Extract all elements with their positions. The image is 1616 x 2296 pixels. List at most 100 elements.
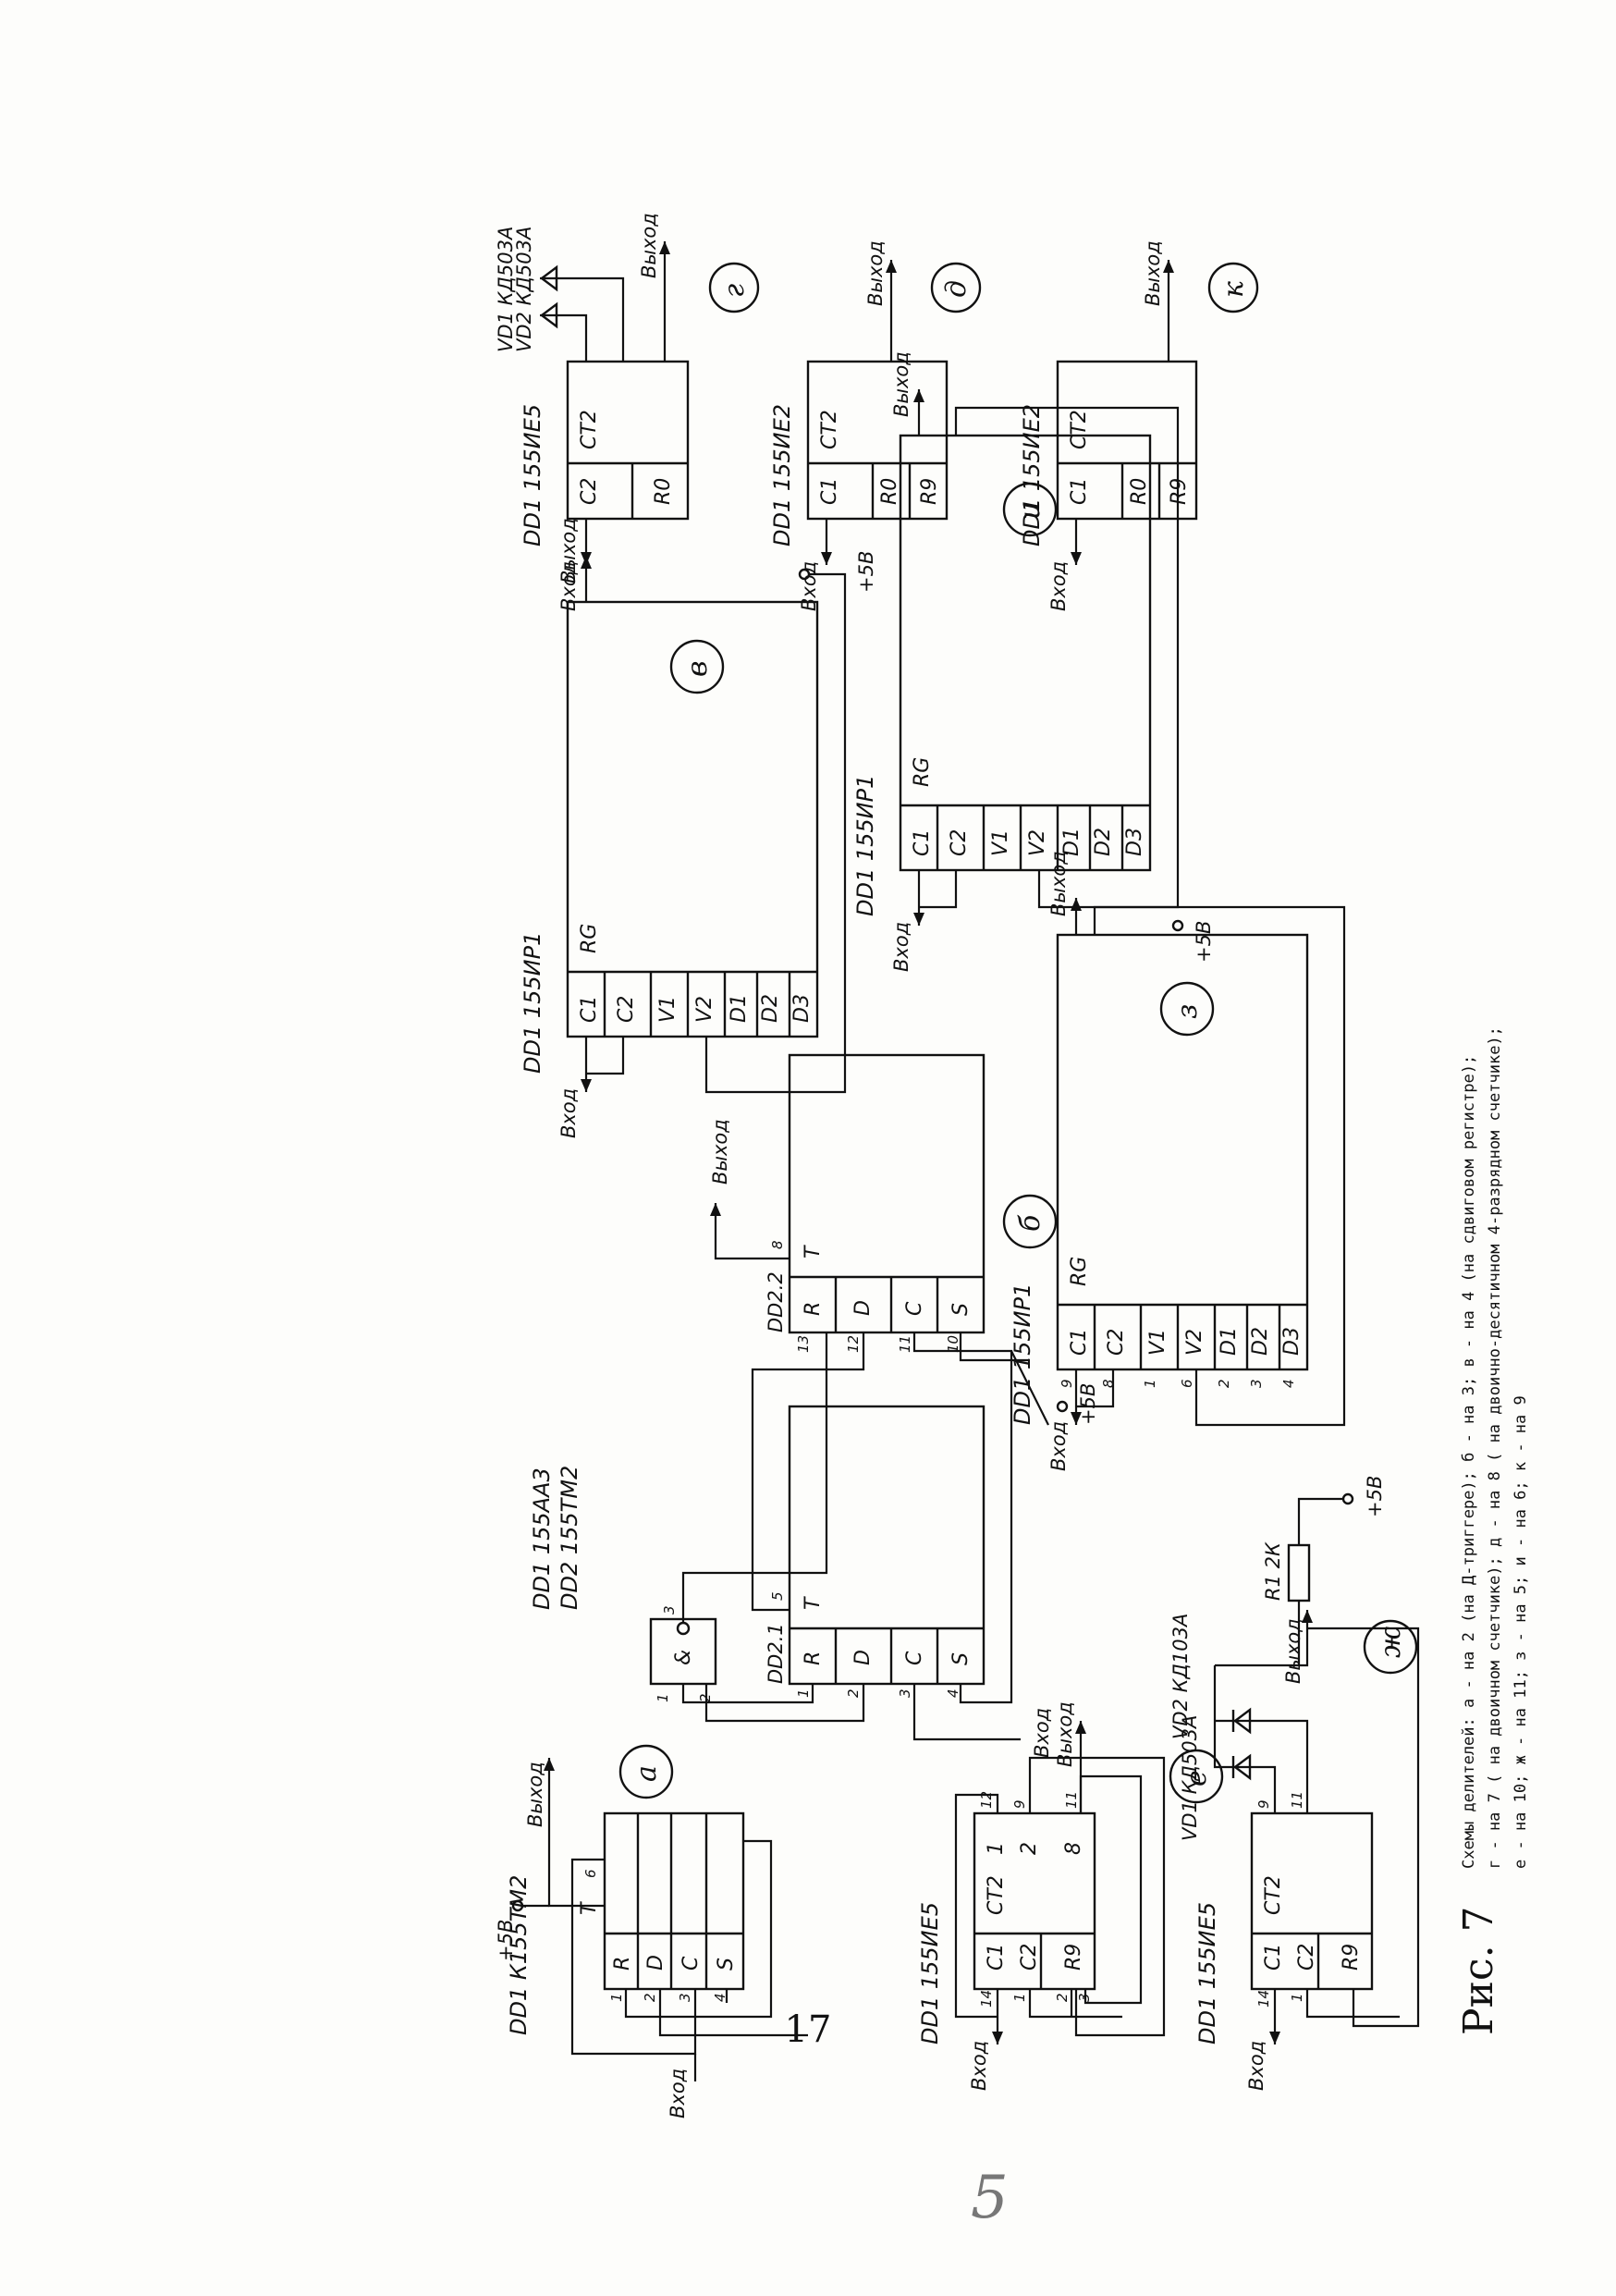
svg-text:1: 1: [1142, 1379, 1158, 1388]
svg-text:2: 2: [642, 1993, 658, 2002]
svg-text:C2: C2: [948, 829, 971, 856]
g-diode1-label: VD1 КД503А: [495, 227, 517, 352]
figure-caption: Рис. 7 Схемы делителей: а - на 2 (на Д-т…: [1455, 1026, 1530, 2035]
svg-text:CT2: CT2: [985, 1875, 1008, 1915]
v-input-label: Вход: [557, 1088, 580, 1138]
svg-text:13: 13: [795, 1335, 812, 1353]
svg-text:R0: R0: [652, 478, 675, 505]
ic-zh-body: [1250, 1811, 1374, 1991]
ic-z-body: [1056, 933, 1309, 1371]
svg-text:C1: C1: [818, 478, 841, 505]
svg-text:T: T: [802, 1596, 825, 1610]
circuit-k: C1 R0 R9 CT2 Вход Выход DD1 155ИЕ2 к: [1019, 240, 1259, 611]
b-chip2-name: DD2 155ТМ2: [557, 1466, 582, 1610]
svg-text:1: 1: [985, 1842, 1008, 1855]
svg-text:12: 12: [978, 1791, 995, 1809]
g-letter-circle: [708, 262, 760, 313]
zh-diode1-label: VD1 КД503А: [1179, 1715, 1201, 1841]
svg-text:RG: RG: [911, 757, 934, 787]
svg-text:RG: RG: [1068, 1257, 1091, 1286]
svg-text:CT2: CT2: [1262, 1875, 1285, 1915]
svg-text:3: 3: [677, 1993, 693, 2002]
svg-text:V1: V1: [1146, 1329, 1169, 1356]
svg-text:6: 6: [582, 1869, 599, 1878]
circuit-v: C1 C2 V1 V2 D1 D2 D3 RG Вход +5В Выход D…: [520, 518, 877, 1138]
svg-text:2: 2: [845, 1688, 862, 1698]
svg-text:C1: C1: [578, 996, 601, 1023]
d-input-label: Вход: [798, 561, 820, 611]
i-chip-name: DD1 155ИР1: [852, 775, 878, 916]
svg-text:4: 4: [945, 1688, 961, 1698]
svg-text:3: 3: [661, 1605, 678, 1615]
svg-text:R9: R9: [1062, 1944, 1085, 1971]
svg-text:11: 11: [1063, 1791, 1080, 1809]
svg-text:9: 9: [1059, 1379, 1075, 1388]
g-diode2-label: VD2 КД503А: [513, 227, 535, 352]
a-pin-d: D: [644, 1955, 667, 1971]
figure-title: Рис. 7: [1455, 1906, 1502, 2035]
svg-text:8: 8: [1100, 1379, 1117, 1388]
g-chip-name: DD1 155ИЕ5: [520, 404, 545, 546]
svg-text:2: 2: [1054, 1993, 1071, 2002]
rotated-figure: R D C S 1 2 3 4 T 6 Выход +5В: [161, 213, 1530, 2118]
page-number: 17: [784, 2008, 832, 2051]
svg-text:1: 1: [1011, 1993, 1028, 2002]
z-letter: з: [1171, 1004, 1204, 1019]
v-supply-label: +5В: [855, 551, 877, 593]
svg-text:R0: R0: [878, 478, 901, 505]
svg-text:C2: C2: [578, 478, 601, 505]
svg-text:C2: C2: [1018, 1944, 1041, 1971]
zh-input-label: Вход: [1245, 2041, 1267, 2091]
a-letter: а: [630, 1765, 663, 1782]
ic-dd22-body: [788, 1053, 986, 1334]
svg-text:V1: V1: [656, 996, 679, 1023]
e-output-label: Выход: [1054, 1701, 1076, 1767]
k-letter-circle: [1207, 262, 1259, 313]
b-output-label: Выход: [709, 1119, 731, 1185]
e-letter-circle: [1169, 1749, 1224, 1804]
a-pin-s: S: [715, 1958, 738, 1971]
svg-text:V2: V2: [1183, 1329, 1206, 1356]
a-pin-r: R: [611, 1957, 634, 1971]
a-pin-c: C: [679, 1956, 703, 1971]
svg-text:14: 14: [1255, 1990, 1272, 2007]
ic-g-body: [566, 360, 690, 521]
circuit-b: & 1 2 3 R D C S 1 2 3 4 T 5 DD2.1: [529, 1053, 1099, 1758]
circuit-zh: C1 C2 R9 CT2 14 1 9 11 Вход: [1169, 1476, 1420, 2091]
svg-text:R9: R9: [1168, 478, 1191, 505]
ic-i-body: [899, 434, 1152, 872]
svg-text:C1: C1: [911, 829, 934, 856]
b-letter-circle: [1002, 1194, 1058, 1249]
svg-text:S: S: [949, 1652, 973, 1665]
v-letter: в: [681, 661, 714, 677]
e-chip-name: DD1 155ИЕ5: [917, 1902, 943, 2044]
caption-line-3: е - на 10; ж - на 11; з - на 5; и - на 6…: [1512, 1395, 1530, 1869]
svg-text:D2: D2: [1092, 828, 1115, 856]
b-supply-label: +5В: [1077, 1383, 1099, 1425]
circuit-e: C1 C2 R9 CT2 1 2 8 14 1 2 3 12 9 11 Вход: [917, 1701, 1224, 2091]
svg-text:D: D: [851, 1650, 875, 1665]
ic-e-body: [973, 1811, 1096, 1991]
svg-text:1: 1: [795, 1688, 812, 1698]
svg-text:C2: C2: [615, 996, 638, 1023]
ic-v-body: [566, 600, 819, 1038]
svg-text:V2: V2: [693, 996, 716, 1023]
g-output-label: Выход: [638, 213, 660, 278]
svg-text:8: 8: [769, 1240, 786, 1249]
b-gate-symbol: &: [672, 1650, 695, 1665]
z-letter-circle: [1159, 981, 1215, 1037]
svg-text:R: R: [802, 1651, 825, 1665]
a-input-label: Вход: [667, 2069, 689, 2118]
svg-text:1: 1: [655, 1693, 671, 1702]
svg-text:D1: D1: [1060, 828, 1083, 856]
svg-text:D2: D2: [1249, 1327, 1272, 1356]
svg-text:D2: D2: [759, 994, 782, 1023]
svg-text:C: C: [903, 1651, 926, 1665]
svg-text:C2: C2: [1105, 1329, 1128, 1356]
svg-text:D1: D1: [1218, 1327, 1241, 1356]
a-letter-circle: [618, 1744, 674, 1799]
svg-text:9: 9: [1255, 1799, 1272, 1809]
b-input-label: Вход: [1031, 1708, 1053, 1758]
svg-text:D1: D1: [728, 994, 751, 1023]
